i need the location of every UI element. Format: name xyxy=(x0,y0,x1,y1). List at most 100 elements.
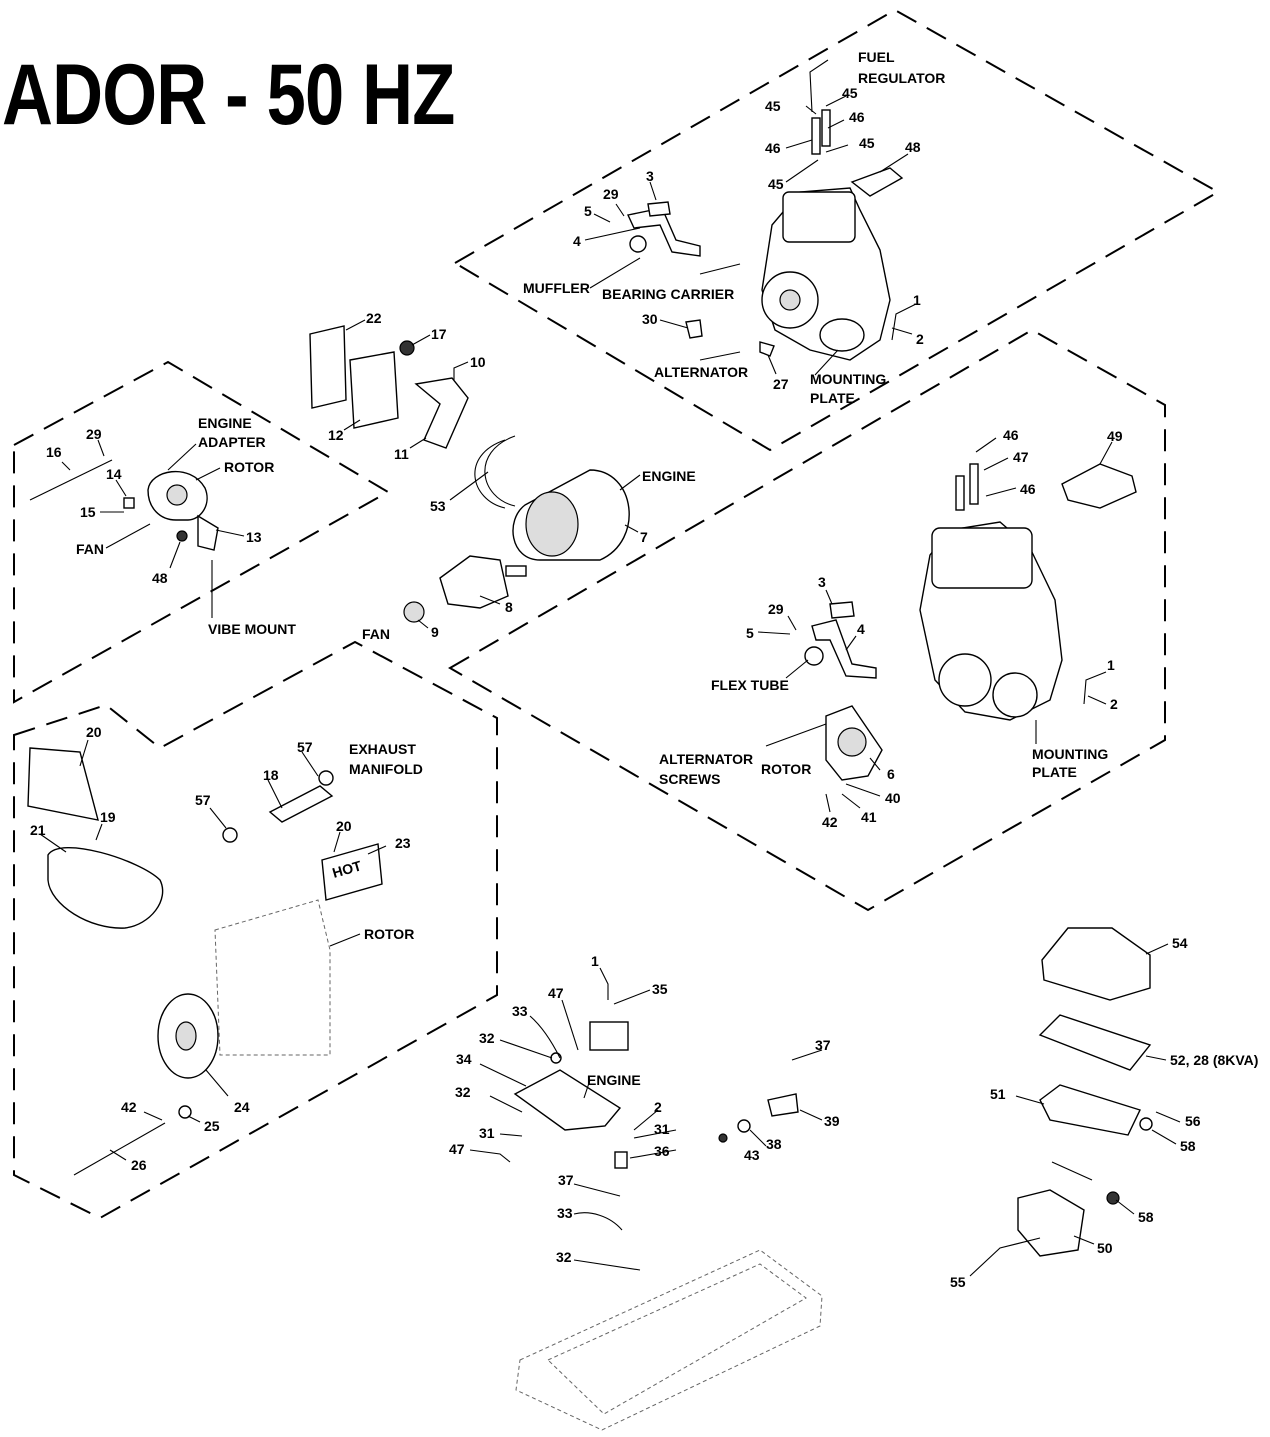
callout: MOUNTING xyxy=(1032,746,1108,762)
callout: 4 xyxy=(573,233,581,249)
callout: 4 xyxy=(857,621,865,637)
callout: SCREWS xyxy=(659,771,720,787)
callout: 56 xyxy=(1185,1113,1201,1129)
callout: 21 xyxy=(30,822,46,838)
oring xyxy=(1051,1161,1093,1181)
adapter-hub xyxy=(166,484,188,506)
fan-group xyxy=(29,459,219,551)
page-title: ADOR - 50 HZ xyxy=(2,47,455,143)
callout: MOUNTING xyxy=(810,371,886,387)
callout: 33 xyxy=(512,1003,528,1019)
callout: 34 xyxy=(456,1051,472,1067)
rod-26 xyxy=(73,1122,166,1176)
filter-element-52 xyxy=(1038,1014,1152,1071)
air-cleaner-right xyxy=(931,527,1033,589)
callout: ALTERNATOR xyxy=(659,751,753,767)
muffler-21 xyxy=(47,846,164,929)
callout: 46 xyxy=(1020,481,1036,497)
washer-25 xyxy=(178,1105,192,1119)
bracket-11 xyxy=(414,377,469,449)
callout: 47 xyxy=(1013,449,1029,465)
callout: 17 xyxy=(431,326,447,342)
callout: 45 xyxy=(859,135,875,151)
callout: 58 xyxy=(1180,1138,1196,1154)
callout: 42 xyxy=(121,1099,137,1115)
callout: 46 xyxy=(765,140,781,156)
clamp-57a xyxy=(222,827,238,843)
callout: 48 xyxy=(905,139,921,155)
callout: 39 xyxy=(824,1113,840,1129)
air-cleaner-group xyxy=(1017,927,1153,1257)
air-cleaner-cover-54 xyxy=(1041,927,1151,1001)
callout: 40 xyxy=(885,790,901,806)
carburetor-50 xyxy=(1017,1189,1085,1257)
bracket-30 xyxy=(685,319,703,339)
callout: 35 xyxy=(652,981,668,997)
hot-decal-text: HOT xyxy=(330,857,363,881)
callout: ROTOR xyxy=(364,926,414,942)
callout: 32 xyxy=(455,1084,471,1100)
stator-bore xyxy=(525,491,579,557)
callout: 2 xyxy=(654,1099,662,1115)
callout: 20 xyxy=(336,818,352,834)
callout: FUEL xyxy=(858,49,895,65)
flex-tube-18 xyxy=(268,785,334,823)
callout: 47 xyxy=(449,1141,465,1157)
callout: ROTOR xyxy=(761,761,811,777)
fuse-36 xyxy=(614,1151,628,1169)
leader-lines xyxy=(39,59,1181,1277)
boundary-right-engine xyxy=(448,328,1166,912)
callout: 8 xyxy=(505,599,513,615)
right-engine-assembly xyxy=(804,463,1137,781)
callout: ENGINE xyxy=(642,468,696,484)
bolt-14 xyxy=(123,497,135,509)
callout: 12 xyxy=(328,427,344,443)
callout: 13 xyxy=(246,529,262,545)
callout: VIBE MOUNT xyxy=(208,621,296,637)
callout: 57 xyxy=(297,739,313,755)
base-51 xyxy=(1039,1084,1141,1136)
callout: 42 xyxy=(822,814,838,830)
callout: 14 xyxy=(106,466,122,482)
nut-58a xyxy=(1139,1117,1153,1131)
callout: ENGINE xyxy=(587,1072,641,1088)
boundary-top-engine xyxy=(453,8,1221,452)
callout: ENGINE xyxy=(198,415,252,431)
boundary-left-muffler xyxy=(13,640,498,1220)
fan-24-hub xyxy=(175,1021,197,1051)
callout: 51 xyxy=(990,1086,1006,1102)
boundary-left-fan xyxy=(13,360,391,704)
muffler-pipe-top xyxy=(626,207,701,257)
fuel-line-48a xyxy=(850,167,904,197)
callout: PLATE xyxy=(810,390,855,406)
callout: 32 xyxy=(479,1030,495,1046)
flex-tube-pipe xyxy=(811,619,877,679)
callout: 37 xyxy=(815,1037,831,1053)
rotor-8 xyxy=(439,555,509,609)
callout: PLATE xyxy=(1032,764,1077,780)
callout: BEARING CARRIER xyxy=(602,286,734,302)
callout: 36 xyxy=(654,1143,670,1159)
callout: ROTOR xyxy=(224,459,274,475)
callout: 25 xyxy=(204,1118,220,1134)
callout: FLEX TUBE xyxy=(711,677,789,693)
callout: 5 xyxy=(746,625,754,641)
callout: 49 xyxy=(1107,428,1123,444)
callout: 19 xyxy=(100,809,116,825)
air-cleaner-top xyxy=(782,191,856,243)
detail-box xyxy=(589,1021,629,1051)
callout: 27 xyxy=(773,376,789,392)
callout: 3 xyxy=(818,574,826,590)
callout: 48 xyxy=(152,570,168,586)
callout: 2 xyxy=(1110,696,1118,712)
callout: 20 xyxy=(86,724,102,740)
callout: ADAPTER xyxy=(198,434,266,450)
callout: 57 xyxy=(195,792,211,808)
band-53b xyxy=(484,435,516,507)
hose-47a xyxy=(969,463,979,505)
bracket-34 xyxy=(513,1069,622,1131)
base-group xyxy=(513,1021,823,1431)
muffler-group: HOT xyxy=(27,747,383,1176)
callout: 23 xyxy=(395,835,411,851)
gasket-3a xyxy=(647,201,671,217)
